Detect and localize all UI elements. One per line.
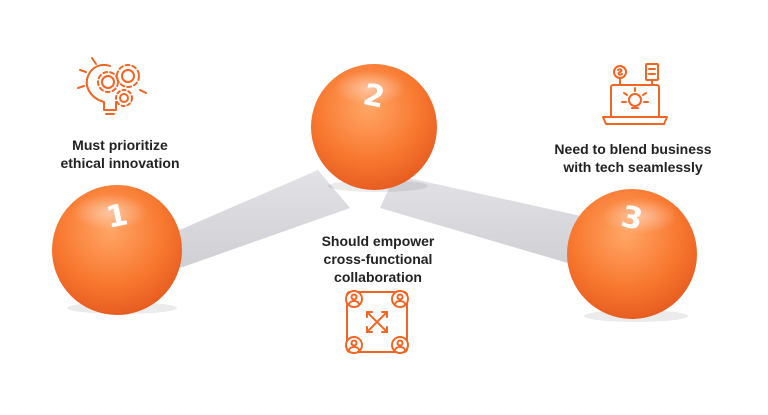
step-ball-2: 2 bbox=[311, 64, 437, 192]
step-ball-1: 1 bbox=[52, 185, 182, 315]
team-network-icon bbox=[345, 290, 409, 354]
step-1-caption: Must prioritize ethical innovation bbox=[60, 137, 180, 171]
connector-1-2 bbox=[168, 170, 350, 268]
step-3-caption: Need to blend business with tech seamles… bbox=[554, 141, 712, 175]
step-2-caption: Should empower cross-functional collabor… bbox=[321, 233, 435, 285]
step-ball-3: 3 bbox=[567, 189, 697, 322]
connector-2-3 bbox=[380, 175, 590, 268]
laptop-idea-icon bbox=[602, 63, 668, 125]
lightbulb-gears-icon bbox=[77, 57, 147, 115]
